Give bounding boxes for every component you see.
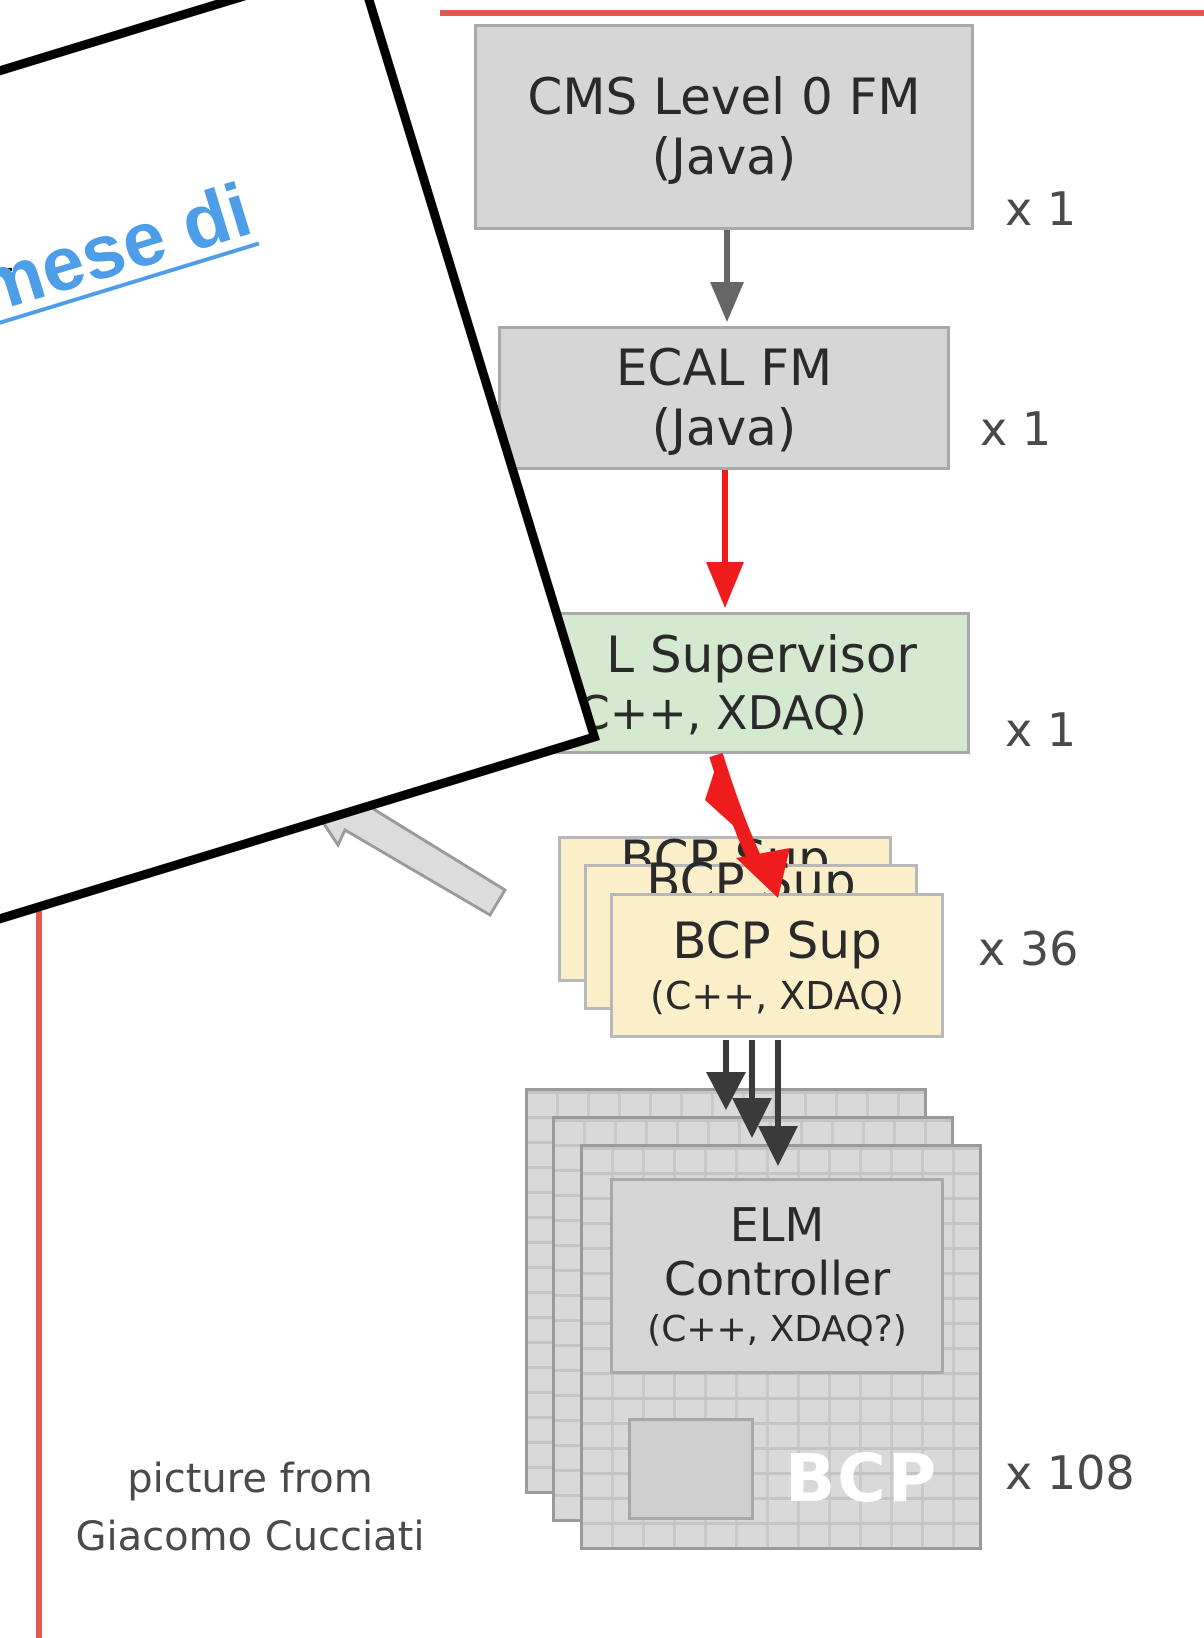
credit-line-1: picture from	[127, 1456, 373, 1502]
elm-controller-node: ELM Controller (C++, XDAQ?)	[610, 1178, 944, 1374]
bcp-sup-multiplier: x 36	[978, 922, 1079, 976]
cms-to-ecal-arrow	[710, 230, 744, 322]
elm-multiplier: x 108	[1005, 1446, 1135, 1500]
supervisor-to-bcp-arrow	[705, 752, 790, 898]
bcp-sup-to-elm-arrows	[706, 1040, 798, 1166]
bcp-sup-lang: (C++, XDAQ)	[650, 973, 904, 1018]
bcp-sup-node: BCP Sup (C++, XDAQ)	[610, 893, 944, 1038]
cms-fm-lang: (Java)	[651, 128, 797, 186]
ecal-fm-node: ECAL FM (Java)	[498, 326, 950, 470]
cms-fm-multiplier: x 1	[1005, 182, 1077, 236]
image-credit: picture from Giacomo Cucciati	[60, 1450, 440, 1566]
ecal-fm-lang: (Java)	[651, 399, 797, 457]
ecal-fm-title: ECAL FM	[615, 339, 833, 397]
supervisor-title: L Supervisor	[606, 626, 917, 684]
supervisor-multiplier: x 1	[1005, 703, 1077, 757]
elm-lang: (C++, XDAQ?)	[647, 1309, 907, 1350]
bcp-chip-graphic	[628, 1418, 754, 1520]
bcp-board-label: BCP	[785, 1440, 939, 1517]
bcp-sup-title: BCP Sup	[672, 911, 882, 970]
elm-title-2: Controller	[663, 1252, 891, 1306]
elm-title-1: ELM	[729, 1198, 825, 1252]
ecal-to-supervisor-arrow	[706, 470, 744, 608]
frame-left-border	[36, 820, 42, 1638]
callout-dash	[0, 268, 12, 271]
credit-line-2: Giacomo Cucciati	[75, 1514, 425, 1560]
cms-level0-fm-node: CMS Level 0 FM (Java)	[474, 24, 974, 230]
frame-top-border	[440, 10, 1204, 16]
ecal-fm-multiplier: x 1	[980, 402, 1052, 456]
supervisor-lang: (C++, XDAQ)	[559, 686, 867, 740]
cms-fm-title: CMS Level 0 FM	[527, 68, 921, 126]
